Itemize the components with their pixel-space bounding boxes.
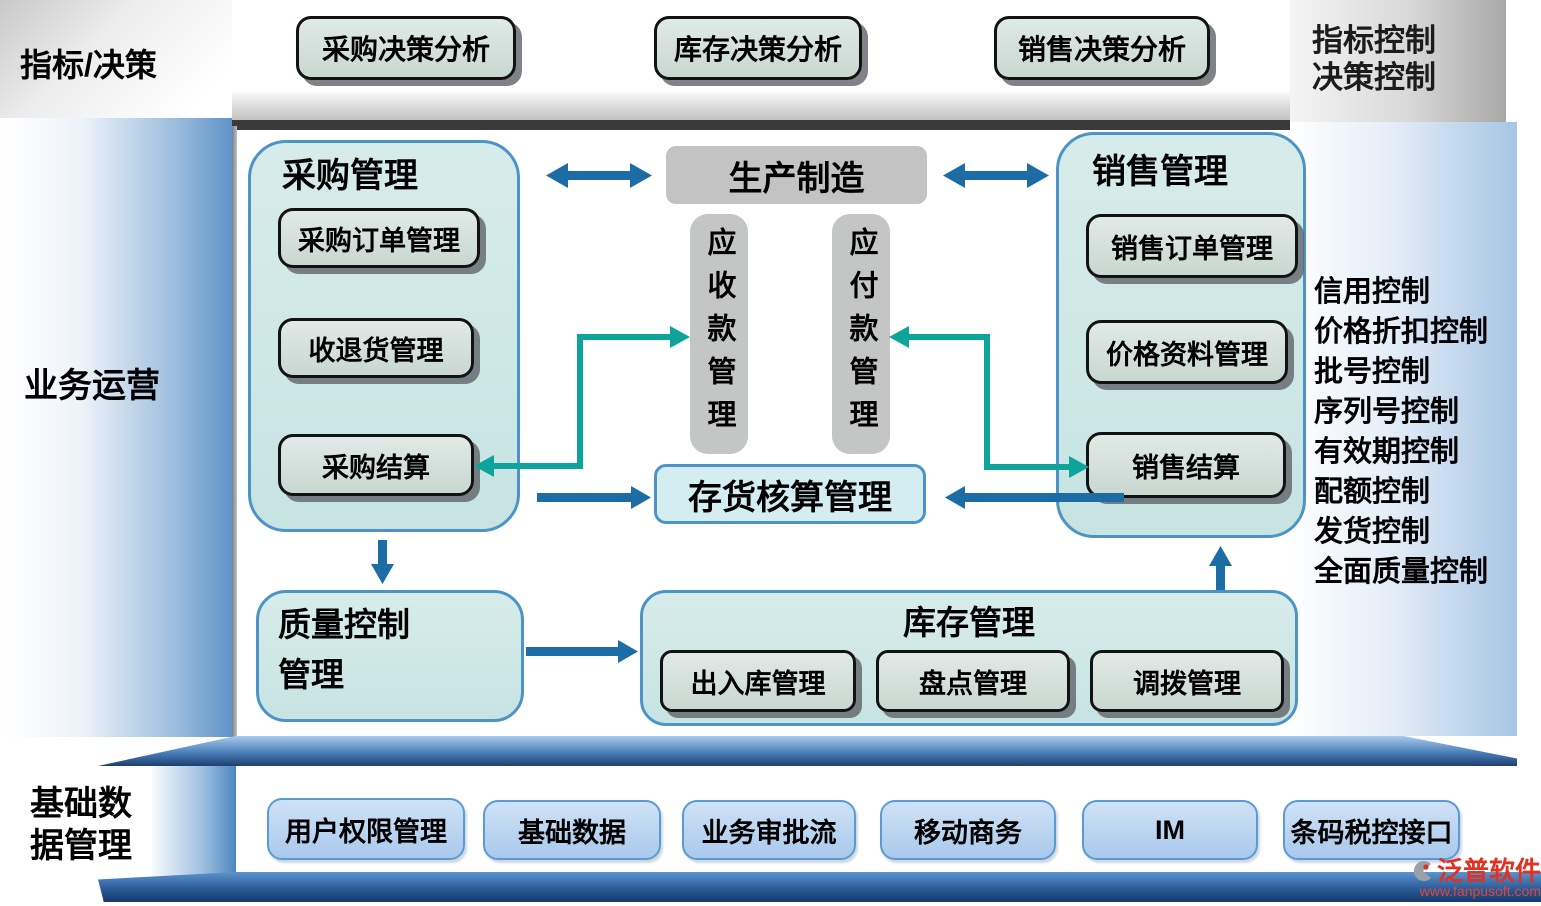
- main-area-left-border: [232, 126, 237, 737]
- quality-control-title: 质量控制 管理: [278, 600, 410, 700]
- inventory-decision-analysis-button[interactable]: 库存决策分析: [654, 16, 862, 80]
- warehouse-management-title: 库存管理: [903, 604, 1035, 641]
- decision-control-label: 决策控制: [1312, 60, 1436, 95]
- top-divider-shadow: [232, 120, 1352, 130]
- sales-decision-analysis-button[interactable]: 销售决策分析: [994, 16, 1210, 80]
- warehouse-to-sales-arrow: [1209, 546, 1232, 590]
- bottom-left-3d-wall: [152, 766, 236, 876]
- control-item: 配额控制: [1314, 476, 1431, 508]
- purchase-to-inventory-arrow: [537, 486, 651, 509]
- quality-to-warehouse-arrow: [526, 640, 638, 663]
- bottom-base-3d-bar: [98, 872, 1541, 902]
- stocktaking-mgmt-button[interactable]: 盘点管理: [876, 650, 1070, 712]
- user-permission-mgmt-button[interactable]: 用户权限管理: [267, 798, 465, 860]
- receive-return-mgmt-button[interactable]: 收退货管理: [278, 318, 474, 378]
- accounts-payable-box: 应付款管理: [832, 214, 890, 454]
- price-data-mgmt-button[interactable]: 价格资料管理: [1086, 320, 1288, 384]
- barcode-tax-interface-button[interactable]: 条码税控接口: [1283, 800, 1460, 860]
- watermark-brand: 泛普软件: [1436, 856, 1541, 886]
- control-item: 有效期控制: [1314, 436, 1460, 468]
- basic-data-button[interactable]: 基础数据: [483, 800, 661, 860]
- im-button[interactable]: IM: [1082, 800, 1258, 860]
- purchase-order-mgmt-button[interactable]: 采购订单管理: [278, 208, 480, 268]
- production-manufacturing-box: 生产制造: [666, 146, 927, 204]
- control-item: 全面质量控制: [1314, 556, 1489, 588]
- business-controls-panel: [1290, 122, 1517, 736]
- sales-settlement-button[interactable]: 销售结算: [1086, 432, 1286, 498]
- control-item: 批号控制: [1314, 356, 1431, 388]
- watermark: 泛普软件 www.fanpusoft.com: [1398, 858, 1541, 899]
- sales-management-title: 销售管理: [1092, 153, 1228, 191]
- sales-order-mgmt-button[interactable]: 销售订单管理: [1086, 214, 1298, 278]
- basic-data-label-line2: 据管理: [30, 827, 132, 865]
- business-approval-flow-button[interactable]: 业务审批流: [682, 800, 856, 860]
- indicator-control-panel: [1290, 0, 1506, 122]
- production-sales-double-arrow: [943, 163, 1049, 188]
- control-item: 发货控制: [1314, 516, 1431, 548]
- transfer-mgmt-button[interactable]: 调拨管理: [1090, 650, 1284, 712]
- accounts-receivable-box: 应收款管理: [690, 214, 748, 454]
- purchase-to-quality-arrow: [371, 540, 394, 584]
- indicator-control-label: 指标控制: [1312, 23, 1436, 58]
- control-item: 信用控制: [1314, 276, 1431, 308]
- basic-data-section-label: 基础数 据管理: [30, 783, 132, 867]
- control-item: 序列号控制: [1314, 396, 1460, 428]
- basic-data-label-line1: 基础数: [30, 785, 132, 823]
- indicators-section-label: 指标/决策: [20, 47, 157, 83]
- watermark-url: www.fanpusoft.com: [1419, 883, 1541, 899]
- business-section-label: 业务运营: [24, 367, 160, 405]
- purchase-decision-analysis-button[interactable]: 采购决策分析: [296, 16, 516, 80]
- inventory-accounting-box: 存货核算管理: [654, 464, 926, 524]
- business-band: [0, 118, 232, 737]
- top-divider-bar: [232, 92, 1290, 120]
- purchase-management-title: 采购管理: [282, 157, 418, 195]
- mobile-commerce-button[interactable]: 移动商务: [880, 800, 1056, 860]
- bottom-top-3d-bar: [98, 736, 1517, 766]
- in-out-warehouse-mgmt-button[interactable]: 出入库管理: [660, 650, 856, 712]
- indicator-control-labels: 指标控制 决策控制: [1312, 22, 1436, 96]
- control-item: 价格折扣控制: [1314, 316, 1489, 348]
- business-controls-list: 信用控制 价格折扣控制 批号控制 序列号控制 有效期控制 配额控制 发货控制 全…: [1314, 272, 1488, 592]
- quality-control-title-line1: 质量控制: [278, 606, 410, 643]
- indicators-band: [0, 0, 232, 118]
- purchase-production-double-arrow: [546, 163, 652, 188]
- fanpu-logo-icon: [1413, 861, 1431, 881]
- purchase-settlement-button[interactable]: 采购结算: [278, 434, 474, 496]
- quality-control-box: [256, 590, 524, 722]
- quality-control-title-line2: 管理: [278, 656, 344, 693]
